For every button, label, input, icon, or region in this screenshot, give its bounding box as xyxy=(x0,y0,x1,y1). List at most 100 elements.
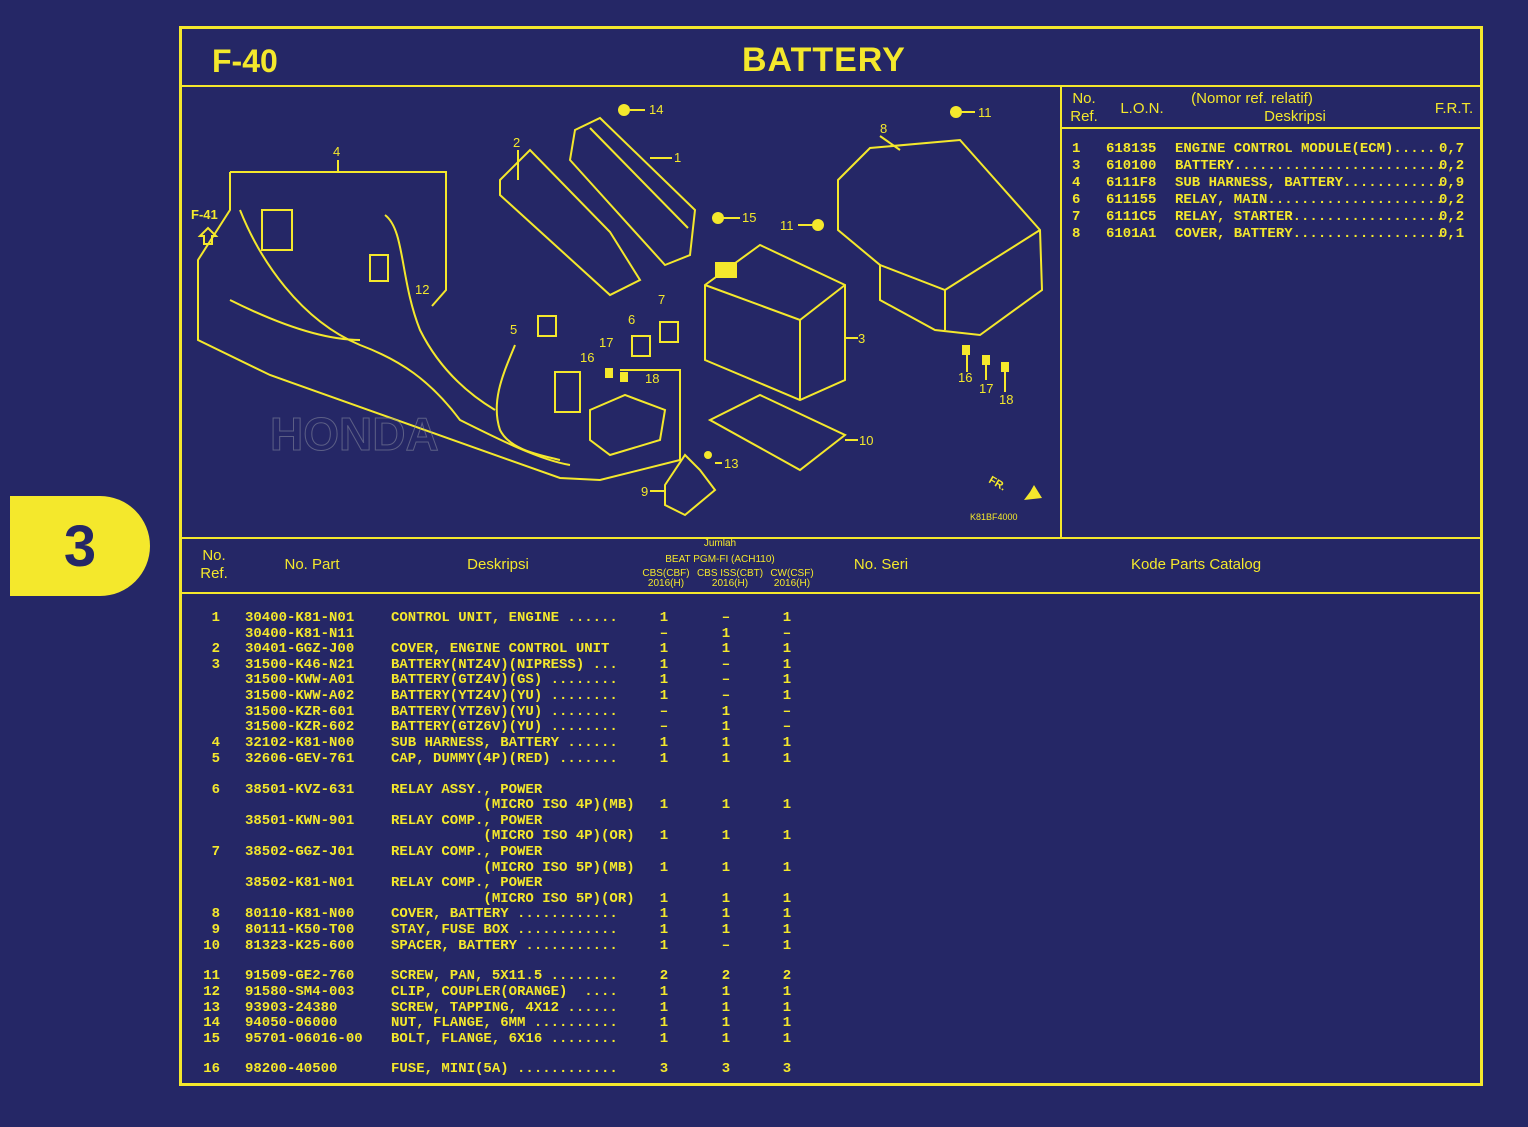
parts-cell-ref: 14 xyxy=(203,1015,220,1031)
parts-header-seri: No. Seri xyxy=(853,556,909,573)
parts-cell-qty-cbs: 1 xyxy=(659,828,669,844)
ref-cell-lon: 6111F8 xyxy=(1106,175,1157,191)
parts-cell-desc: (MICRO ISO 5P)(OR) xyxy=(391,891,635,907)
drawing-code: K81BF4000 xyxy=(970,512,1018,522)
parts-cell-ref: 15 xyxy=(203,1031,220,1047)
parts-cell-qty-cw: 1 xyxy=(782,1015,792,1031)
callout-9: 9 xyxy=(641,484,648,499)
parts-cell-part: 38501-KVZ-631 xyxy=(245,782,355,798)
ref-header-desc-top: (Nomor ref. relatif) xyxy=(1191,90,1313,107)
parts-cell-desc: SPACER, BATTERY ........... xyxy=(391,938,618,954)
exploded-diagram: HONDA 4 2 1 14 15 8 11 11 3 10 13 9 7 6 … xyxy=(191,102,1044,522)
parts-cell-desc: BATTERY(YTZ4V)(YU) ........ xyxy=(391,688,618,704)
parts-cell-qty-cbs-iss: – xyxy=(721,657,731,673)
parts-cell-qty-cw: – xyxy=(782,719,792,735)
parts-cell-qty-cbs-iss: 1 xyxy=(721,828,731,844)
ref-cell-frt: 0,2 xyxy=(1439,209,1465,225)
parts-cell-qty-cbs-iss: – xyxy=(721,610,731,626)
ref-f41-label: F-41 xyxy=(191,207,218,222)
variant-2-name: CBS ISS(CBT) xyxy=(696,568,764,579)
parts-cell-qty-cw: 1 xyxy=(782,672,792,688)
parts-cell-qty-cbs: 2 xyxy=(659,968,669,984)
parts-cell-qty-cbs-iss: 1 xyxy=(721,922,731,938)
parts-cell-qty-cbs: 1 xyxy=(659,735,669,751)
parts-cell-qty-cbs-iss: 1 xyxy=(721,704,731,720)
parts-cell-desc: SUB HARNESS, BATTERY ...... xyxy=(391,735,618,751)
parts-cell-qty-cbs-iss: 1 xyxy=(721,1015,731,1031)
parts-cell-ref: 11 xyxy=(203,968,220,984)
parts-cell-qty-cw: 1 xyxy=(782,984,792,1000)
watermark-text: HONDA xyxy=(270,408,439,460)
diagram-bottom-divider xyxy=(182,537,1480,539)
parts-cell-qty-cbs-iss: 1 xyxy=(721,797,731,813)
parts-cell-qty-cbs-iss: – xyxy=(721,688,731,704)
parts-cell-qty-cbs: 1 xyxy=(659,1031,669,1047)
ref-header-desc: Deskripsi xyxy=(1264,108,1326,125)
parts-cell-qty-cbs: 1 xyxy=(659,797,669,813)
callout-10: 10 xyxy=(859,433,873,448)
parts-cell-ref: 3 xyxy=(211,657,220,673)
callout-4: 4 xyxy=(333,144,340,159)
ref-cell-frt: 0,2 xyxy=(1439,192,1465,208)
variant-2-year: 2016(H) xyxy=(711,578,749,589)
parts-cell-part: 32606-GEV-761 xyxy=(245,751,355,767)
parts-cell-desc: COVER, ENGINE CONTROL UNIT xyxy=(391,641,610,657)
callout-6: 6 xyxy=(628,312,635,327)
ref-header-frt: F.R.T. xyxy=(1434,100,1474,117)
ref-cell-no: 1 xyxy=(1072,141,1081,157)
parts-cell-desc: RELAY COMP., POWER xyxy=(391,875,543,891)
parts-cell-part: 32102-K81-N00 xyxy=(245,735,355,751)
parts-cell-qty-cw: 1 xyxy=(782,1000,792,1016)
parts-cell-part: 94050-06000 xyxy=(245,1015,338,1031)
parts-cell-qty-cbs-iss: 1 xyxy=(721,906,731,922)
parts-cell-qty-cbs: – xyxy=(659,719,669,735)
parts-cell-part: 31500-KZR-601 xyxy=(245,704,355,720)
parts-cell-qty-cbs: 1 xyxy=(659,672,669,688)
ref-cell-frt: 0,7 xyxy=(1439,141,1465,157)
parts-cell-part: 80110-K81-N00 xyxy=(245,906,355,922)
title-divider xyxy=(182,85,1480,87)
ref-cell-desc: RELAY, MAIN..................... xyxy=(1175,192,1444,208)
parts-cell-qty-cw: 1 xyxy=(782,860,792,876)
parts-cell-desc: BATTERY(YTZ6V)(YU) ........ xyxy=(391,704,618,720)
ref-cell-frt: 0,9 xyxy=(1439,175,1465,191)
parts-cell-desc: (MICRO ISO 4P)(MB) xyxy=(391,797,635,813)
parts-cell-desc: CLIP, COUPLER(ORANGE) .... xyxy=(391,984,618,1000)
parts-table-row: 31500-KZR-601 BATTERY(YTZ6V)(YU) ........… xyxy=(0,704,1528,720)
parts-cell-desc: RELAY COMP., POWER xyxy=(391,844,543,860)
section-tab[interactable]: 3 xyxy=(10,496,150,596)
parts-cell-desc: BATTERY(GTZ6V)(YU) ........ xyxy=(391,719,618,735)
ref-header-divider xyxy=(1060,127,1480,129)
parts-cell-qty-cbs-iss: – xyxy=(721,938,731,954)
parts-cell-desc: RELAY COMP., POWER xyxy=(391,813,543,829)
parts-header-ref: No. Ref. xyxy=(200,547,228,582)
ref-cell-no: 8 xyxy=(1072,226,1081,242)
parts-cell-desc: NUT, FLANGE, 6MM .......... xyxy=(391,1015,618,1031)
parts-cell-qty-cbs: 1 xyxy=(659,751,669,767)
parts-cell-qty-cbs: 1 xyxy=(659,1015,669,1031)
ref-header-no: No. Ref. xyxy=(1070,90,1098,125)
parts-cell-qty-cw: 1 xyxy=(782,797,792,813)
parts-table-row: (MICRO ISO 4P)(MB) 1 1 1 xyxy=(0,797,1528,813)
parts-cell-qty-cbs-iss: – xyxy=(721,672,731,688)
callout-7: 7 xyxy=(658,292,665,307)
callout-16-right: 16 xyxy=(958,370,972,385)
callout-2: 2 xyxy=(513,135,520,150)
parts-cell-ref: 12 xyxy=(203,984,220,1000)
parts-cell-part: 95701-06016-00 xyxy=(245,1031,363,1047)
ref-cell-no: 6 xyxy=(1072,192,1081,208)
callout-11-top: 11 xyxy=(978,105,992,120)
ref-cell-no: 7 xyxy=(1072,209,1081,225)
parts-cell-desc: SCREW, TAPPING, 4X12 ...... xyxy=(391,1000,618,1016)
parts-cell-qty-cbs: 1 xyxy=(659,657,669,673)
